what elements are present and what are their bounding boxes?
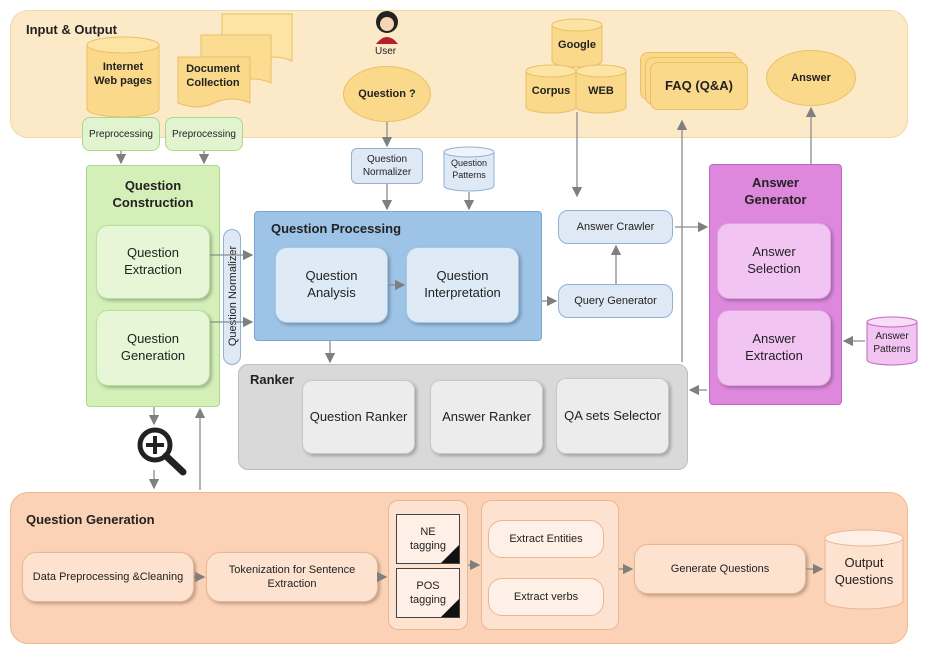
internet-web-pages-label: Internet Web pages (94, 61, 152, 88)
tag-corner-icon (441, 599, 459, 617)
data-preprocessing-box: Data Preprocessing &Cleaning (22, 552, 194, 602)
question-generation-title: Question Generation (26, 512, 155, 527)
question-patterns-cylinder (443, 146, 495, 192)
google-cylinder (551, 18, 603, 68)
input-output-title: Input & Output (26, 22, 117, 37)
corpus-cylinder (525, 64, 577, 114)
question-ellipse: Question ? (343, 66, 431, 122)
answer-ellipse: Answer (766, 50, 856, 106)
answer-ranker-box: Answer Ranker (430, 380, 543, 454)
tag-corner-icon (441, 545, 459, 563)
extract-verbs-box: Extract verbs (488, 578, 604, 616)
web-cylinder (575, 64, 627, 114)
ne-tagging-label: NE tagging (409, 525, 447, 552)
question-ranker-box: Question Ranker (302, 380, 415, 454)
query-generator-box: Query Generator (558, 284, 673, 318)
output-questions-label: Output Questions (834, 555, 894, 587)
question-analysis-box: Question Analysis (275, 247, 388, 323)
qa-sets-selector-box: QA sets Selector (556, 378, 669, 454)
document-collection-icon (177, 13, 293, 108)
user-label: User (375, 46, 397, 57)
output-questions-cylinder (824, 529, 904, 610)
pos-tagging-box: POS tagging (396, 568, 460, 618)
question-generation-box: Question Generation (96, 310, 210, 386)
corpus-label: Corpus (531, 85, 571, 97)
tokenization-box: Tokenization for Sentence Extraction (206, 552, 378, 602)
vertical-question-normalizer: Question Normalizer (223, 229, 241, 365)
question-interpretation-box: Question Interpretation (406, 247, 519, 323)
question-extraction-box: Question Extraction (96, 225, 210, 299)
answer-selection-box: Answer Selection (717, 223, 831, 299)
faq-card: FAQ (Q&A) (650, 62, 748, 110)
pos-tagging-label: POS tagging (409, 579, 447, 606)
question-processing-title: Question Processing (271, 221, 402, 236)
preprocessing-box-2: Preprocessing (165, 117, 243, 151)
ranker-title: Ranker (250, 372, 295, 387)
web-label: WEB (588, 85, 614, 97)
ne-tagging-box: NE tagging (396, 514, 460, 564)
question-normalizer-box: Question Normalizer (351, 148, 423, 184)
document-collection-label: Document Collection (186, 63, 240, 90)
question-patterns-label: Question Patterns (450, 158, 488, 180)
answer-extraction-box: Answer Extraction (717, 310, 831, 386)
question-construction-title: Question Construction (112, 178, 194, 210)
internet-web-pages-cylinder (86, 36, 160, 118)
google-label: Google (558, 39, 596, 51)
answer-generator-title: Answer Generator (744, 175, 807, 207)
answer-patterns-label: Answer Patterns (873, 331, 911, 355)
preprocessing-box-1: Preprocessing (82, 117, 160, 151)
input-output-panel (10, 10, 908, 138)
generate-questions-box: Generate Questions (634, 544, 806, 594)
answer-patterns-cylinder (866, 316, 918, 366)
magnifier-plus-icon (137, 427, 187, 476)
answer-crawler-box: Answer Crawler (558, 210, 673, 244)
user-icon (376, 11, 398, 44)
extract-entities-box: Extract Entities (488, 520, 604, 558)
